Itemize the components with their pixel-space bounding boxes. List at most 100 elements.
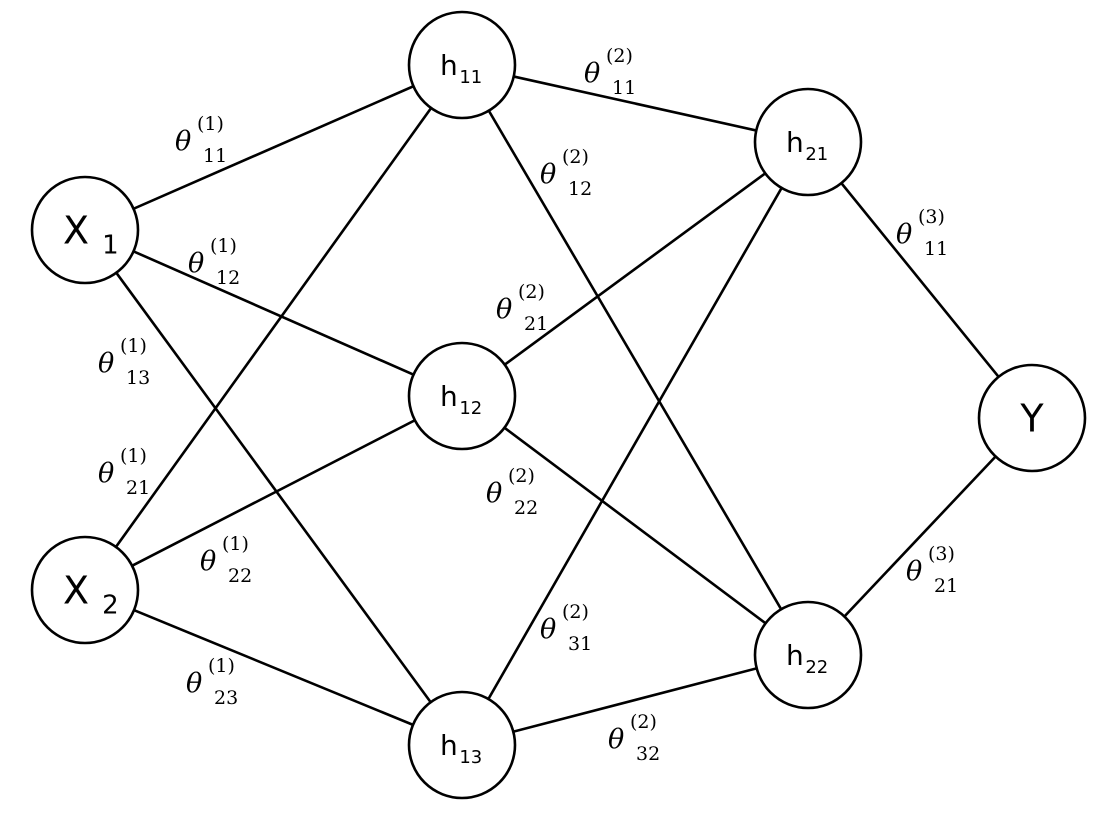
weight-index-subscript: 21 [524,313,548,335]
node-label: h [786,126,804,159]
weight-layer-superscript: (2) [518,281,545,303]
weight-label-h13-h21: θ (2) 31 [540,601,592,655]
edge-h21-y [806,141,1034,419]
weight-layer-superscript: (2) [562,146,589,168]
node-circle [977,363,1087,473]
edge-x2-h12 [84,394,463,592]
theta-symbol: θ [584,58,600,89]
node-circle [753,600,863,710]
theta-symbol: θ [188,248,204,279]
theta-symbol: θ [496,294,512,325]
weight-labels-layer: θ(1)11θ(1)12θ(1)13θ(1)21θ(1)22θ(1)23θ(2)… [98,45,958,765]
theta-symbol: θ [540,614,556,645]
theta-symbol: θ [906,556,922,587]
edge-h11-h21 [461,63,809,144]
theta-symbol: θ [98,348,114,379]
weight-index-subscript: 11 [203,145,227,167]
node-circle [407,341,517,451]
weight-layer-superscript: (3) [918,206,945,228]
weight-index-subscript: 31 [568,633,592,655]
weight-layer-superscript: (2) [562,601,589,623]
weight-index-subscript: 11 [612,77,636,99]
weight-label-h22-y: θ (3) 21 [906,543,958,597]
node-subscript: 22 [805,657,828,678]
weight-label-x1-h11: θ (1) 11 [175,113,227,167]
weight-index-subscript: 12 [568,178,592,200]
weight-index-subscript: 23 [214,687,238,709]
weight-layer-superscript: (1) [120,335,147,357]
weight-index-subscript: 13 [126,367,150,389]
theta-symbol: θ [186,668,202,699]
node-subscript: 21 [805,144,828,165]
weight-index-subscript: 32 [636,743,660,765]
node-subscript: 1 [102,231,119,261]
edge-h22-y [807,417,1033,656]
edge-h13-h22 [461,653,809,747]
theta-symbol: θ [608,724,624,755]
node-label: Y [1019,397,1044,441]
node-label: X [63,569,89,613]
node-label: X [63,209,89,253]
weight-label-x2-h12: θ (1) 22 [200,533,252,587]
weight-label-h12-h21: θ (2) 21 [496,281,548,335]
edge-h11-h22 [460,64,810,656]
theta-symbol: θ [200,546,216,577]
weight-label-h21-y: θ(3)11 [896,206,948,260]
edge-h12-h22 [461,394,809,657]
theta-symbol: θ [486,478,502,509]
weight-label-x2-h11: θ (1) 21 [98,445,150,499]
weight-layer-superscript: (3) [928,543,955,565]
weight-label-h11-h21: θ (2) 11 [584,45,636,99]
edge-x1-h13 [83,229,464,746]
edge-x2-h13 [84,588,463,747]
weight-label-h13-h22: θ (2) 32 [608,711,660,765]
weight-index-subscript: 22 [514,497,538,519]
weight-label-x1-h12: θ (1) 12 [188,235,240,289]
edge-x1-h12 [84,228,463,398]
theta-symbol: θ [175,126,191,157]
weight-label-x1-h13: θ (1) 13 [98,335,150,389]
weight-label-x2-h13: θ (1) 23 [186,655,238,709]
node-subscript: 12 [459,398,482,419]
weight-layer-superscript: (2) [630,711,657,733]
node-label: h [786,639,804,672]
node-label: h [440,729,458,762]
weight-layer-superscript: (1) [208,655,235,677]
weight-layer-superscript: (1) [197,113,224,135]
weight-index-subscript: 22 [228,565,252,587]
node-y: Y [977,363,1087,473]
weight-layer-superscript: (1) [120,445,147,467]
node-subscript: 13 [459,747,482,768]
theta-symbol: θ [540,159,556,190]
node-circle [30,175,140,285]
weight-index-subscript: 21 [126,477,150,499]
weight-layer-superscript: (2) [508,465,535,487]
weight-layer-superscript: (1) [222,533,249,555]
node-subscript: 11 [459,67,482,88]
weight-layer-superscript: (2) [606,45,633,67]
edge-h12-h21 [461,140,809,398]
edge-h13-h21 [460,141,810,746]
theta-symbol: θ [896,219,912,250]
weight-layer-superscript: (1) [210,235,237,257]
node-subscript: 2 [102,591,119,621]
node-label: h [440,380,458,413]
edges-layer [83,63,1034,747]
theta-symbol: θ [98,458,114,489]
node-circle [407,690,517,800]
weight-index-subscript: 21 [934,575,958,597]
node-circle [30,535,140,645]
edge-x2-h11 [83,64,464,591]
edge-x1-h11 [84,63,463,232]
weight-index-subscript: 12 [216,267,240,289]
node-circle [407,10,517,120]
weight-label-h12-h22: θ (2) 22 [486,465,538,519]
